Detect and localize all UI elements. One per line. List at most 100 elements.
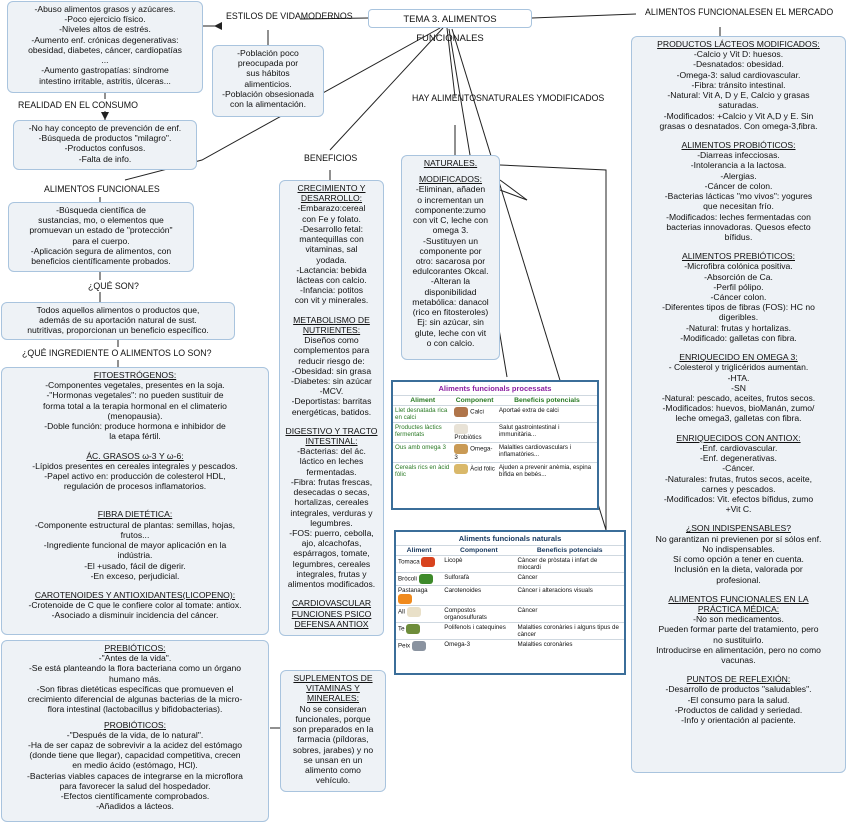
table-cell: Carotenoides (442, 585, 516, 606)
text-line: -Natural: frutas y hortalizas. (685, 322, 792, 333)
text-line: -Bacterias viables capaces de integrarse… (27, 770, 243, 781)
text-line: con vit C, leche con (413, 215, 488, 226)
text-line: (donde tiene que llegar), capacidad comp… (29, 750, 241, 761)
text-line: crecimiento diferencial de algunas bacte… (27, 694, 243, 705)
text-line: +Vit C. (725, 504, 752, 515)
text-line: -Desarrollo de productos "saludables". (665, 684, 812, 695)
text-line: -Aumento gastropatías: síndrome (41, 65, 169, 76)
text-line: que necesitan frío. (703, 201, 774, 212)
text-line: -Doble función: produce hormona e inhibi… (44, 421, 226, 432)
label-beneficios: BENEFICIOS (304, 153, 358, 163)
text-line: carnes y pescados. (701, 483, 776, 494)
text-line: regulación de procesos inflamatorios. (63, 481, 207, 492)
table-cell: Omega-3 (452, 442, 497, 463)
text-line: alimentos modificados. (287, 579, 376, 590)
text-line: sus hábitos (246, 68, 290, 79)
text-line: -Fibra: tránsito intestinal. (691, 79, 786, 90)
label-estilos-vida: ESTILOS DE VIDAMODERNOS (226, 11, 353, 21)
table-cell: Probiòtics (452, 422, 497, 443)
text-line: -Alergias. (720, 170, 757, 181)
text-line: beneficios científicamente probados. (31, 256, 171, 267)
text-line: frutos... (120, 529, 150, 540)
table-cell: All (396, 605, 443, 623)
section-heading: ÁC. GRASOS ω-3 Y ω-6: (86, 450, 184, 461)
table-cell: Llet desnatada rica en calci (393, 405, 453, 423)
text-line: alimenticios. (244, 78, 292, 89)
text-line: componente:zumo (415, 204, 486, 215)
text-line: con Fe y folato. (302, 213, 361, 224)
text-line: -Cáncer de colon. (704, 180, 773, 191)
food-image (454, 407, 469, 417)
text-line: bacterias innovadoras. Quesos efecto (666, 221, 811, 232)
food-image (411, 641, 426, 651)
text-line: -En exceso, perjudicial. (90, 570, 180, 581)
text-line: -Absorción de Ca. (704, 271, 773, 282)
text-line: (rico en fitosteroles) (412, 307, 489, 318)
section-heading: PUNTOS DE REFLEXIÓN: (686, 674, 791, 685)
text-line: -Aumento enf. crónicas degenerativas: (31, 34, 179, 45)
table-cell: Cereals rics en àcid fòlic (393, 462, 453, 479)
table-cell: Tomaca (396, 555, 443, 573)
section-heading: PRÁCTICA MÉDICA: (697, 603, 780, 614)
table-cell: Omega-3 (442, 639, 516, 652)
central-topic: TEMA 3. ALIMENTOS FUNCIONALES (368, 9, 532, 44)
text-line: -Desarrollo fetal: (299, 223, 364, 234)
text-line: -Alteran la (430, 276, 471, 287)
section-heading: VITAMINAS Y (306, 683, 360, 694)
text-line: integrales, frutas y (296, 568, 367, 579)
text-line: -Info y orientación al paciente. (681, 715, 796, 726)
text-line: -FOS: puerro, cebolla, (289, 528, 374, 538)
text-line: -No son medicamentos. (693, 614, 784, 625)
text-line: -Lípidos presentes en cereales integrale… (32, 460, 238, 471)
text-line: saturadas. (718, 100, 759, 111)
text-line: Sí como opción a tener en cuenta. (673, 554, 804, 565)
text-line: -SN (731, 382, 746, 393)
text-line: láctico en leches (299, 456, 364, 467)
text-line: complementos para (293, 345, 370, 356)
realidad-box: -No hay concepto de prevención de enf.-B… (13, 120, 197, 170)
label-mercado: ALIMENTOS FUNCIONALESEN EL MERCADO (645, 7, 833, 17)
table-cell: Àcid fòlic (452, 462, 497, 479)
food-image (454, 464, 469, 474)
text-line: intestino irritable, astritis, úlceras..… (39, 75, 171, 86)
text-line: Todos aquellos alimentos o productos que… (36, 305, 200, 315)
col-header: Component (452, 395, 497, 406)
col-header: Aliment (396, 545, 443, 556)
section-heading: NATURALES. (423, 158, 478, 168)
text-line: -Ingrediente funcional de mayor aplicaci… (43, 540, 227, 551)
food-image (406, 624, 421, 634)
text-line: indústria. (117, 550, 153, 561)
section-heading: MINERALES: (306, 693, 360, 704)
que-son-box: Todos aquellos alimentos o productos que… (1, 302, 235, 340)
text-line: -Modificados: leches fermentadas con (666, 211, 811, 222)
table-cell: Càncer de pròstata i infart de miocardi (515, 555, 624, 573)
text-line: energéticas, batidos. (291, 406, 372, 417)
food-image (418, 574, 433, 584)
text-line: -MCV. (319, 386, 344, 397)
text-line: -Obesidad: sin grasa (291, 365, 372, 376)
food-image (454, 424, 469, 434)
section-heading: MODIFICADOS: (418, 174, 483, 185)
text-line: NATURALES Y (481, 93, 543, 103)
section-heading: FIBRA DIETÉTICA: (97, 509, 173, 520)
section-heading: DESARROLLO: (300, 193, 363, 204)
text-line: -Población poco (237, 48, 299, 58)
text-line: MODIFICADOS (542, 93, 605, 103)
text-line: la etapa fértil. (109, 431, 161, 442)
table-cell: Ajuden a prevenir anèmia, espina bífida … (496, 462, 597, 479)
col-header: Beneficis potencials (496, 395, 597, 406)
text-line: -Búsqueda de productos "milagro". (38, 133, 172, 144)
section-heading: DEFENSA ANTIOX (294, 618, 369, 629)
section-heading: FUNCIONES PSICO (291, 608, 372, 619)
prebioticos-box: PREBIÓTICOS: -"Antes de la vida".-Se est… (1, 640, 269, 822)
table-cell: Malalties cardiovasculars i inflamatòrie… (496, 442, 597, 463)
text-line: -Componente estructural de plantas: semi… (34, 519, 236, 530)
